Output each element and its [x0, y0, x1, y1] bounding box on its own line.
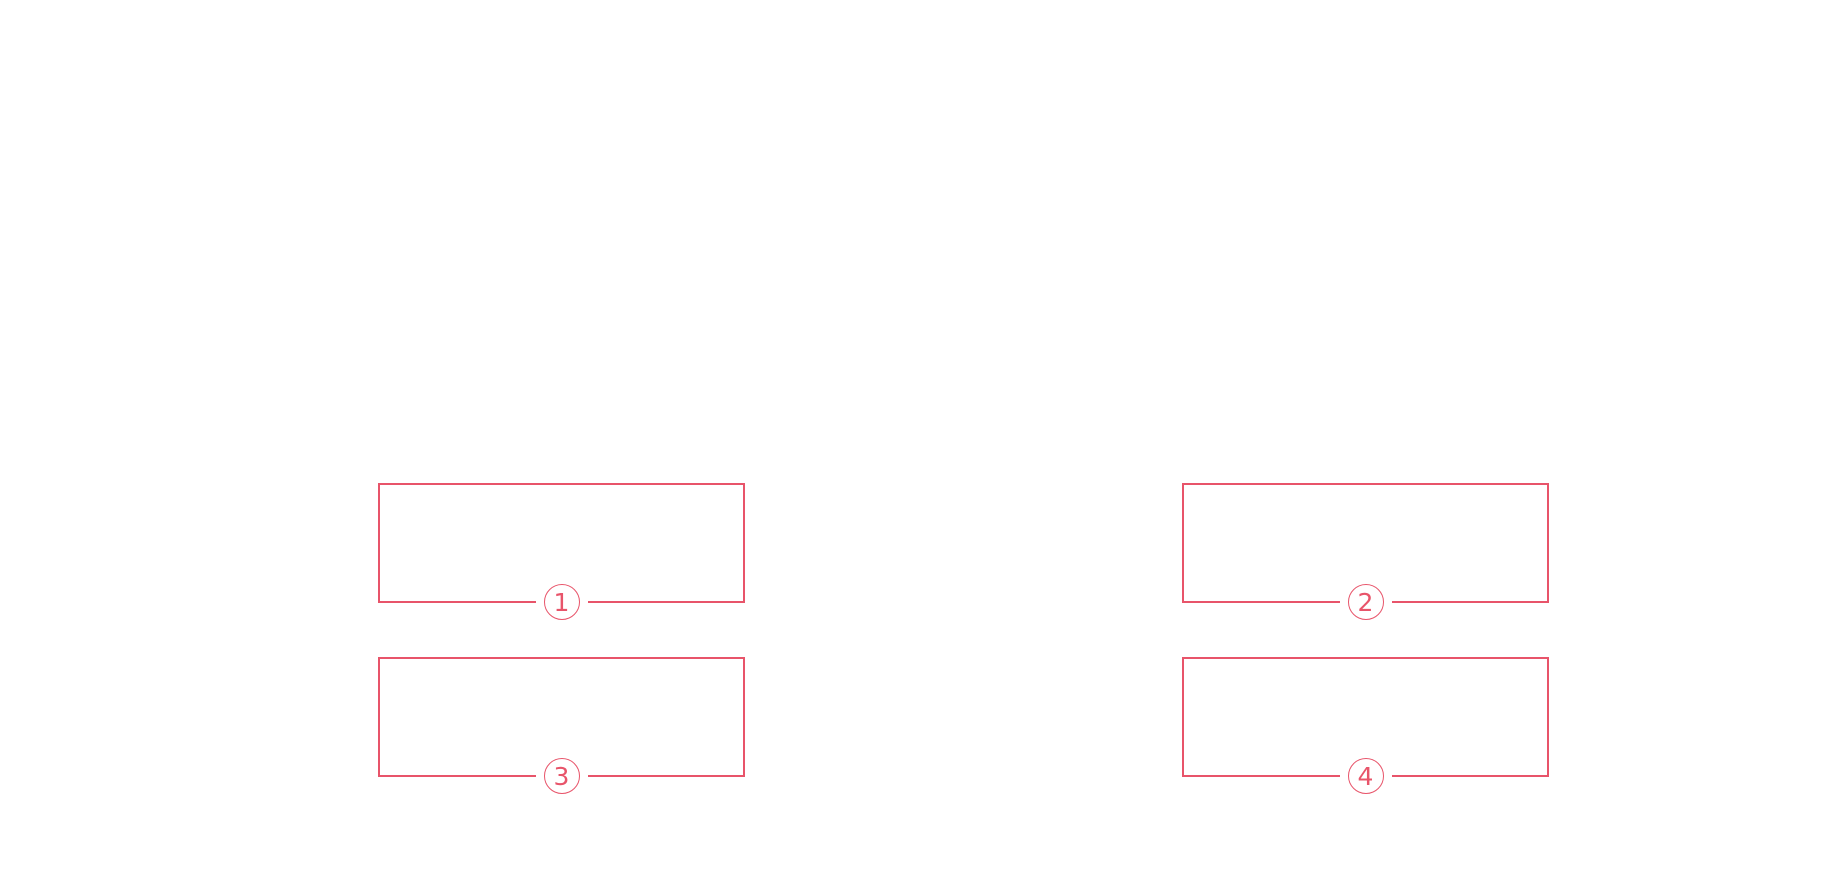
region-number-2: 2	[1347, 584, 1384, 620]
region-number-1: 1	[543, 584, 580, 620]
region-marker-4: 4	[1339, 757, 1392, 795]
region-marker-2: 2	[1339, 583, 1392, 621]
region-number-4: 4	[1347, 758, 1384, 794]
region-box-2: 2	[1182, 483, 1549, 621]
region-box-1: 1	[378, 483, 745, 621]
region-box-3: 3	[378, 657, 745, 795]
region-number-3: 3	[543, 758, 580, 794]
region-marker-1: 1	[535, 583, 588, 621]
region-marker-3: 3	[535, 757, 588, 795]
region-box-4: 4	[1182, 657, 1549, 795]
